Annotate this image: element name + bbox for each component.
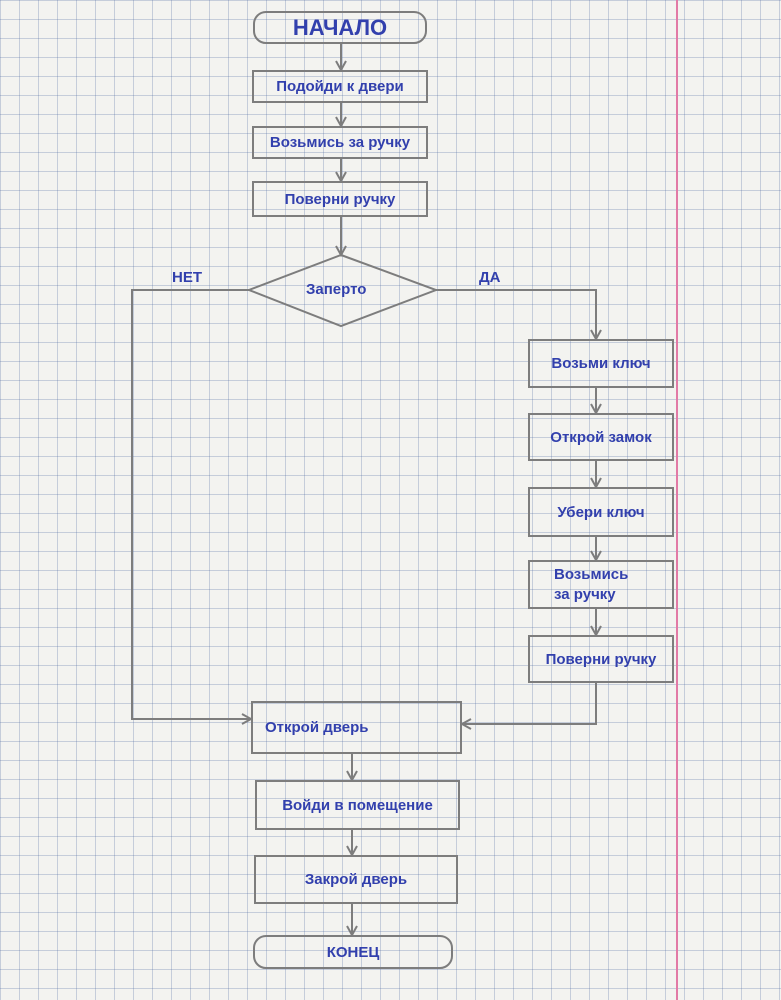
- step-turn-handle: Поверни ручку: [252, 181, 428, 217]
- arrow-yes-merge: [462, 682, 597, 724]
- notebook-margin-line: [676, 0, 678, 1000]
- decision-diamond: [246, 253, 439, 328]
- end-terminal: КОНЕЦ: [253, 935, 453, 969]
- yes-step-remove-key: Убери ключ: [528, 487, 674, 537]
- arrow-no-branch: [131, 289, 251, 719]
- step-grab-handle: Возьмись за ручку: [252, 126, 428, 159]
- decision-label: Заперто: [306, 281, 367, 298]
- step-close-door: Закрой дверь: [254, 855, 458, 904]
- start-terminal: НАЧАЛО: [253, 11, 427, 44]
- yes-step-open-lock: Открой замок: [528, 413, 674, 461]
- yes-step-grab-handle: Возьмись за ручку: [528, 560, 674, 609]
- decision-yes-label: ДА: [479, 269, 501, 286]
- yes-step-grab-handle-line2: за ручку: [554, 585, 616, 603]
- step-open-door: Открой дверь: [251, 701, 462, 754]
- yes-step-take-key: Возьми ключ: [528, 339, 674, 388]
- arrow-yes-branch: [436, 289, 596, 339]
- step-enter-room: Войди в помещение: [255, 780, 460, 830]
- yes-step-grab-handle-line1: Возьмись: [554, 565, 629, 583]
- decision-no-label: НЕТ: [172, 269, 202, 286]
- step-approach-door: Подойди к двери: [252, 70, 428, 103]
- yes-step-turn-handle: Поверни ручку: [528, 635, 674, 683]
